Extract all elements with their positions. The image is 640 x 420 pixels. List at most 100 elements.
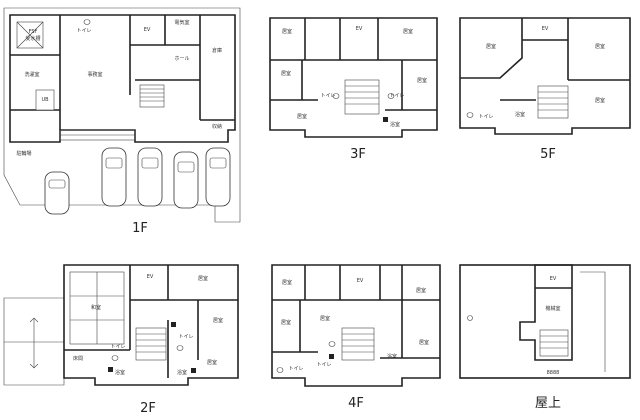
room-label: 倉庫 <box>212 47 222 54</box>
room-label: 居室 <box>282 279 292 286</box>
toilet-icon <box>176 345 184 351</box>
entrance-steps <box>59 129 136 141</box>
stairs <box>135 327 167 361</box>
room-label: 浴室 <box>515 111 525 118</box>
room-label: 受水槽 <box>25 35 40 42</box>
room-label: トイレ <box>288 366 303 372</box>
parked-car <box>101 147 127 207</box>
floor-3f-plan: 居室 EV 居室 居室 居室 居室 トイレ トイレ 浴室 3F <box>269 17 438 162</box>
ub-box <box>35 89 55 111</box>
parked-car <box>137 147 163 207</box>
site-boundary <box>3 7 241 223</box>
parked-car <box>173 151 199 209</box>
room-label: 居室 <box>486 43 496 50</box>
room-label: 居室 <box>417 77 427 84</box>
room-label: トイレ <box>316 362 331 368</box>
room-label: 居室 <box>281 319 291 326</box>
pipe-shaft <box>171 322 176 327</box>
parked-car <box>205 147 231 207</box>
balcony-arrow <box>29 317 39 323</box>
floor-label: 1F <box>132 221 148 236</box>
toilet-icon <box>387 93 395 99</box>
toilet-icon <box>83 19 91 25</box>
room-label: EV <box>542 26 549 32</box>
floor-5f-plan: 居室 EV 居室 居室 トイレ 浴室 5F <box>459 17 631 162</box>
room-label: トイレ <box>178 334 193 340</box>
room-label: トイレ <box>76 28 91 34</box>
room-label: トイレ <box>389 93 404 99</box>
room-label: EV <box>144 27 151 33</box>
roof-drain <box>467 315 473 321</box>
room-label: トイレ <box>478 114 493 120</box>
stairs <box>341 327 375 361</box>
stairs <box>537 85 569 119</box>
floor-label: 5F <box>540 147 556 162</box>
room-label: 居室 <box>281 70 291 77</box>
tatami-grid <box>69 271 125 345</box>
pipe-shaft <box>329 354 334 359</box>
room-label: 浴室 <box>387 353 397 360</box>
room-label: ホール <box>174 56 189 62</box>
room-label: 居室 <box>297 113 307 120</box>
roof-outline <box>459 264 631 379</box>
room-label: 浴室 <box>115 369 125 376</box>
room-label: 居室 <box>198 275 208 282</box>
floor-label: 4F <box>348 396 364 411</box>
room-label: 居室 <box>595 97 605 104</box>
room-label: EV <box>357 278 364 284</box>
room-label: 駐輪場 <box>16 150 31 157</box>
room-label: EV <box>550 276 557 282</box>
room-label: 浴室 <box>177 369 187 376</box>
room-label: 収納 <box>212 123 222 130</box>
floor-1f-outline <box>9 14 236 143</box>
room-label: 機械室 <box>545 305 560 312</box>
room-label: 居室 <box>403 28 413 35</box>
balcony-area <box>3 297 65 386</box>
room-label: トイレ <box>320 93 335 99</box>
wall <box>460 40 523 79</box>
room-label: 浴室 <box>390 121 400 128</box>
toilet-icon <box>332 93 340 99</box>
room-label: 床間 <box>73 355 83 362</box>
stairs <box>344 79 380 115</box>
room-label: 洗濯室 <box>24 71 39 78</box>
room-label: EV <box>356 26 363 32</box>
room-label: 居室 <box>419 339 429 346</box>
toilet-icon <box>328 341 336 347</box>
room-label: EV <box>147 274 154 280</box>
room-label: 居室 <box>416 287 426 294</box>
floor-1f-plan: FSF 受水槽 トイレ EV 電気室 洗濯室 事務室 ホール 倉庫 UB 収納 … <box>3 7 241 236</box>
room-label: 事務室 <box>87 71 102 78</box>
floor-label: 2F <box>140 401 156 416</box>
room-label: 和室 <box>91 304 101 311</box>
room-label: 居室 <box>595 43 605 50</box>
floor-5f-outline <box>459 17 631 135</box>
floor-label: 屋上 <box>535 396 561 411</box>
floor-2f-outline <box>63 264 239 386</box>
room-label: FSF <box>29 29 38 35</box>
floor-4f-plan: 居室 EV 居室 居室 居室 居室 トイレ トイレ 浴室 4F <box>271 264 441 411</box>
room-label: 居室 <box>320 315 330 322</box>
toilet-icon <box>466 112 474 118</box>
room-label: 居室 <box>282 28 292 35</box>
room-label: 電気室 <box>174 19 189 26</box>
tank-cross <box>16 21 44 49</box>
floor-3f-outline <box>269 17 438 138</box>
balcony-arrow <box>29 363 39 369</box>
room-label: 8888 <box>547 370 560 376</box>
parked-car <box>44 171 70 215</box>
pipe-shaft <box>383 117 388 122</box>
pipe-shaft <box>191 368 196 373</box>
floor-4f-outline <box>271 264 441 387</box>
stairs <box>539 329 569 357</box>
toilet-icon <box>276 367 284 373</box>
toilet-icon <box>111 355 119 361</box>
room-label: トイレ <box>110 344 125 350</box>
stairs <box>139 84 165 108</box>
roof-railing <box>580 271 606 372</box>
room-label: UB <box>41 97 49 103</box>
pipe-shaft <box>108 367 113 372</box>
room-label: 居室 <box>207 359 217 366</box>
room-label: 居室 <box>213 317 223 324</box>
